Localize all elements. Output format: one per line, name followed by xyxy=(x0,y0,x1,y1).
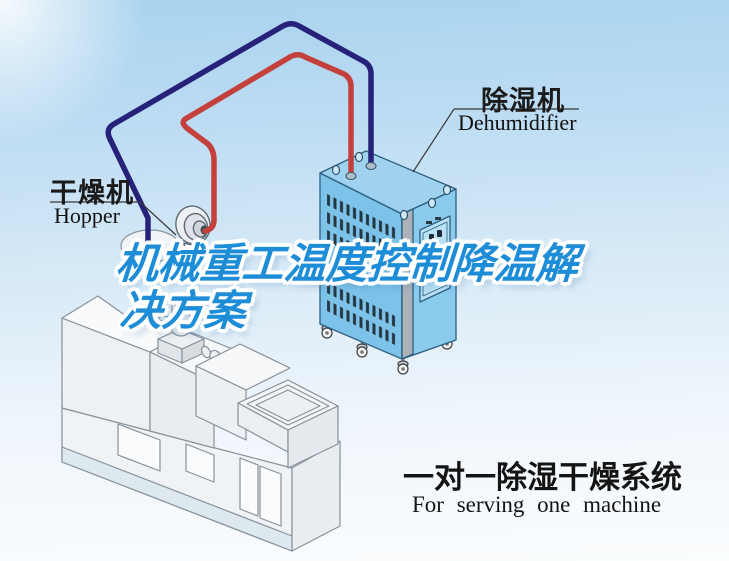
mold-box-side xyxy=(287,405,339,469)
dehumidifier-leader-line xyxy=(412,108,455,173)
caption-en: For serving one machine xyxy=(412,492,662,517)
mold-box-frame-outer xyxy=(246,384,330,426)
dehumidifier-label-zh: 除湿机 xyxy=(481,86,565,116)
control-panel xyxy=(419,215,451,303)
hopper-label-zh: 干燥机 xyxy=(50,178,134,208)
louver-strip xyxy=(327,300,396,346)
feed-cylinder-top xyxy=(171,297,191,307)
panel-slot xyxy=(426,221,432,224)
dry-air-hose xyxy=(180,52,354,234)
control-panel-inset xyxy=(422,221,448,297)
hopper-drum-neck xyxy=(183,242,201,259)
headline-line2: 决方案 xyxy=(118,287,248,334)
hopper-drum-foot xyxy=(185,255,197,267)
caption-zh: 一对一除湿干燥系统 xyxy=(403,460,682,495)
lifting-ring xyxy=(399,209,409,221)
lifting-ring xyxy=(427,197,437,209)
machine-door-panel xyxy=(239,457,259,517)
hose-port xyxy=(345,171,357,181)
caster xyxy=(397,358,409,375)
dehumidifier-unit xyxy=(319,150,457,375)
hopper-label-en: Hopper xyxy=(54,203,120,228)
louver-strip xyxy=(327,212,396,258)
feed-cylinder xyxy=(171,301,191,337)
dehumidifier-label-en: Dehumidifier xyxy=(458,110,577,135)
hose-port xyxy=(365,161,377,171)
injection-molding-machine xyxy=(61,295,341,552)
feed-valve-link xyxy=(161,314,173,319)
lifting-ring xyxy=(331,164,341,176)
machine-door-panel xyxy=(185,443,215,483)
louver-vents xyxy=(327,194,396,346)
machine-door-panel xyxy=(117,423,161,472)
headline-line1: 机械重工温度控制降温解 xyxy=(114,240,580,287)
panel-button xyxy=(437,230,442,237)
hopper-leader-line xyxy=(139,201,177,236)
mold-box-frame-inner xyxy=(255,389,321,422)
louver-strip xyxy=(327,230,396,276)
clamp-cover-front xyxy=(195,365,247,441)
louver-strip xyxy=(327,194,396,240)
control-panel-plate xyxy=(419,215,451,303)
barrel-ring xyxy=(200,345,212,359)
panel-button xyxy=(429,234,434,241)
lifting-ring xyxy=(354,151,364,163)
lifting-rings xyxy=(331,151,452,221)
lifting-ring xyxy=(442,184,452,196)
caster xyxy=(356,341,368,358)
machine-door-panel xyxy=(259,465,282,527)
return-air-hose xyxy=(105,21,374,261)
panel-slot xyxy=(435,217,441,220)
leader-lines xyxy=(50,108,579,236)
louver-strip xyxy=(327,282,396,328)
